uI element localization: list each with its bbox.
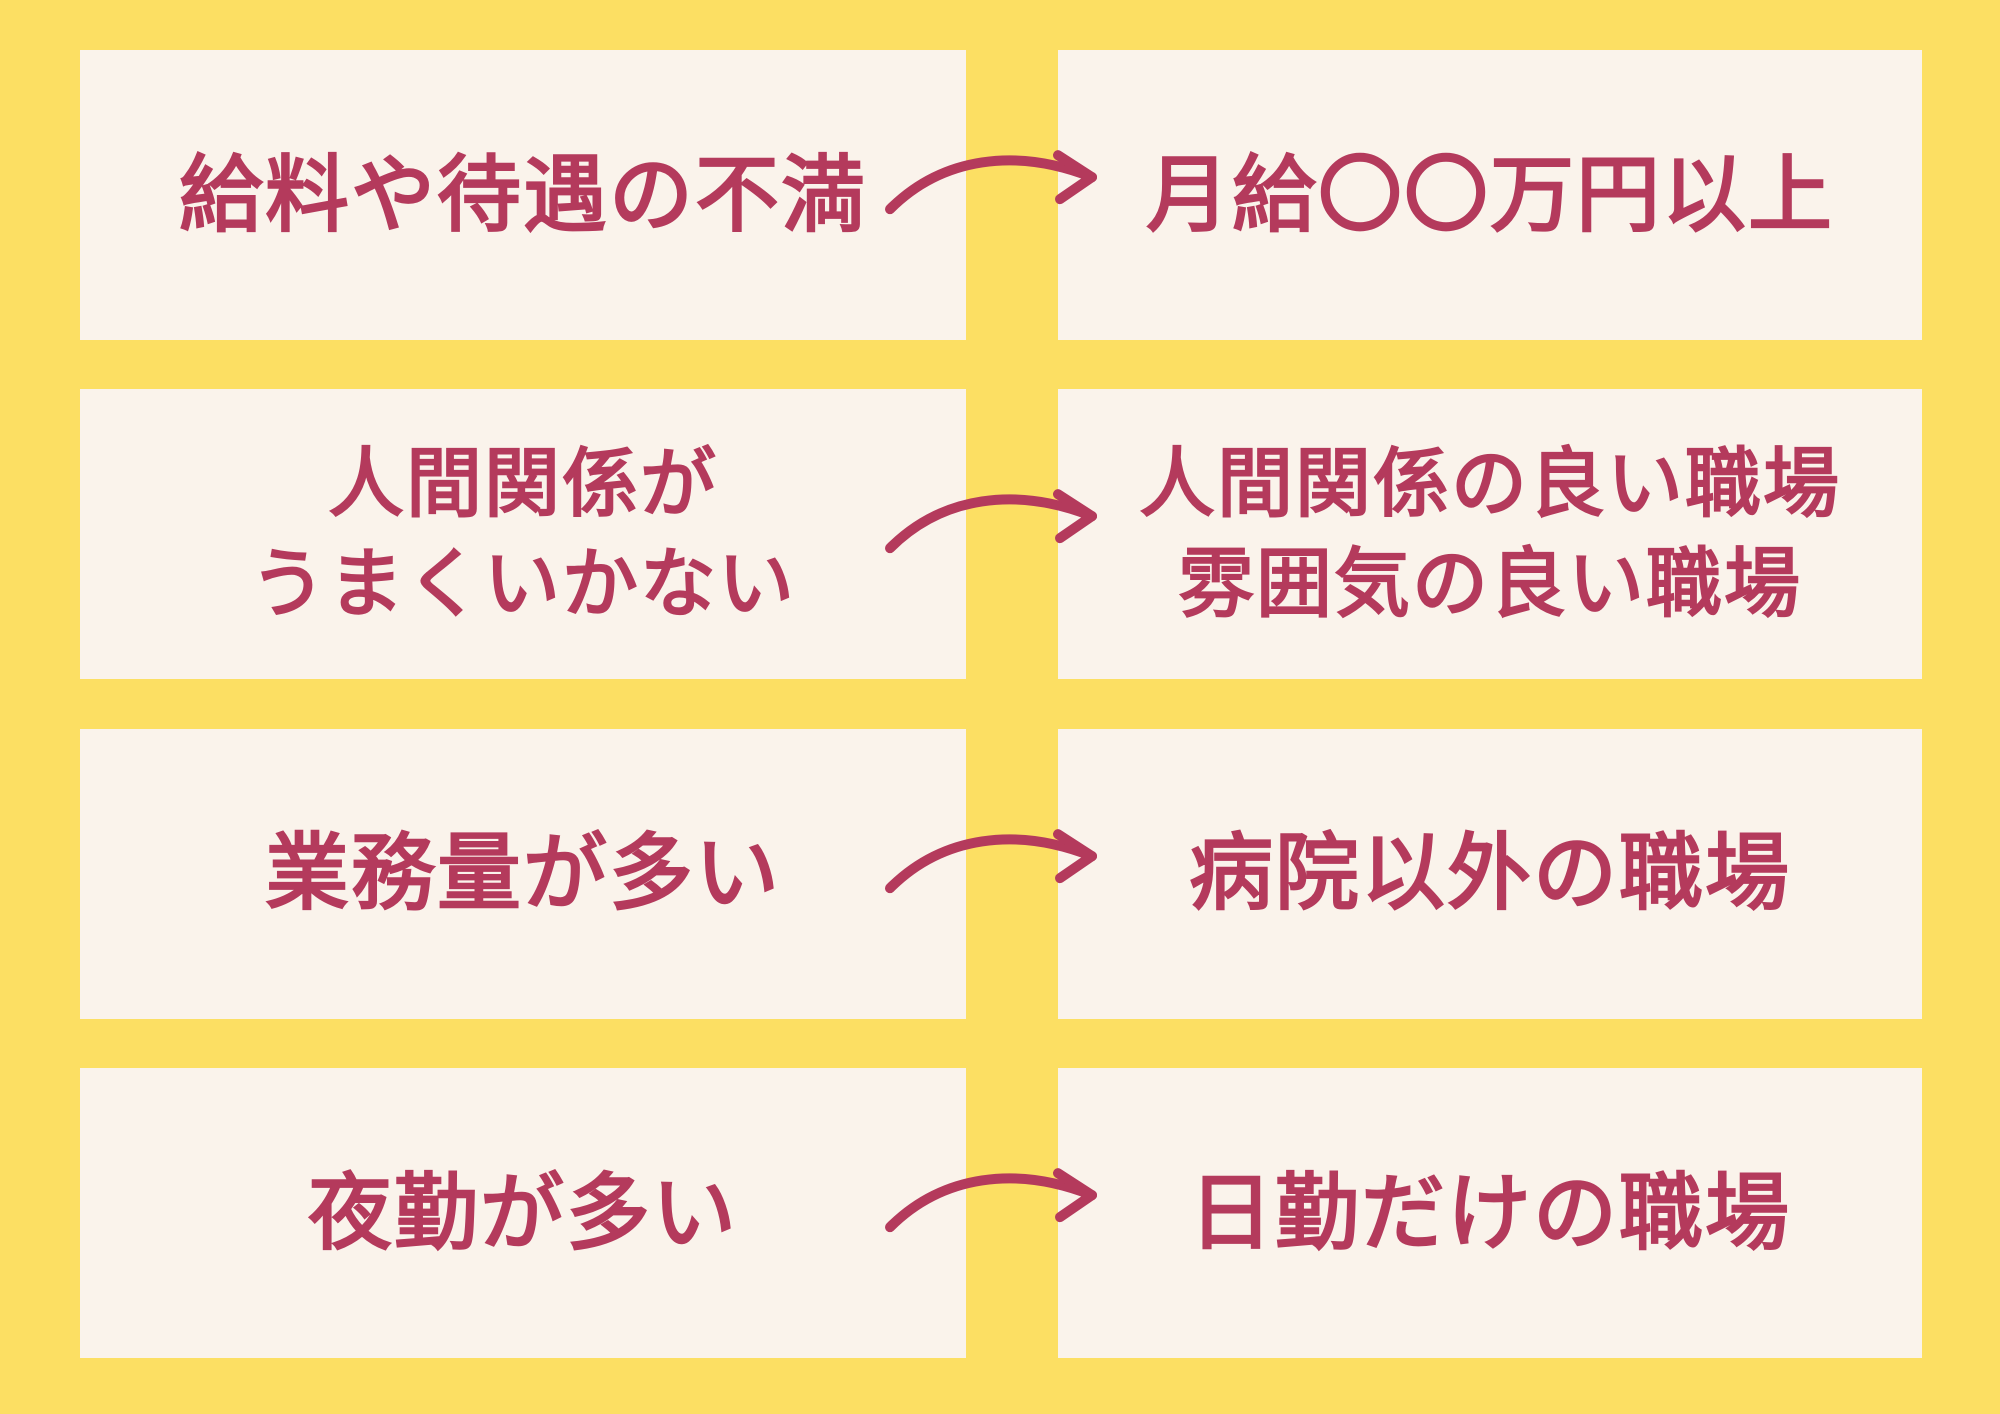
solution-text: 日勤だけの職場	[1188, 1163, 1791, 1262]
problem-box: 業務量が多い	[80, 728, 966, 1019]
problem-text: 夜勤が多い	[307, 1163, 738, 1262]
solution-box: 日勤だけの職場	[1058, 1067, 1922, 1358]
problem-text: 人間関係が	[328, 439, 718, 529]
problem-text: 給料や待遇の不満	[178, 145, 867, 244]
solution-text: 雰囲気の良い職場	[1178, 539, 1802, 629]
problem-box: 人間関係が うまくいかない	[80, 389, 966, 680]
problem-text: 業務量が多い	[264, 824, 781, 923]
solution-box: 人間関係の良い職場 雰囲気の良い職場	[1058, 389, 1922, 680]
mapping-row-nightshift: 夜勤が多い 日勤だけの職場	[80, 1067, 1922, 1358]
mapping-row-salary: 給料や待遇の不満 月給〇〇万円以上	[80, 50, 1922, 340]
mapping-row-relationships: 人間関係が うまくいかない 人間関係の良い職場 雰囲気の良い職場	[80, 389, 1922, 680]
problem-box: 給料や待遇の不満	[80, 50, 966, 340]
solution-text: 人間関係の良い職場	[1139, 439, 1841, 529]
solution-box: 病院以外の職場	[1058, 728, 1922, 1019]
solution-box: 月給〇〇万円以上	[1058, 50, 1922, 340]
problem-text: うまくいかない	[250, 539, 796, 629]
mapping-row-workload: 業務量が多い 病院以外の職場	[80, 728, 1922, 1019]
solution-text: 月給〇〇万円以上	[1145, 145, 1834, 244]
problem-box: 夜勤が多い	[80, 1067, 966, 1358]
solution-text: 病院以外の職場	[1188, 824, 1791, 923]
